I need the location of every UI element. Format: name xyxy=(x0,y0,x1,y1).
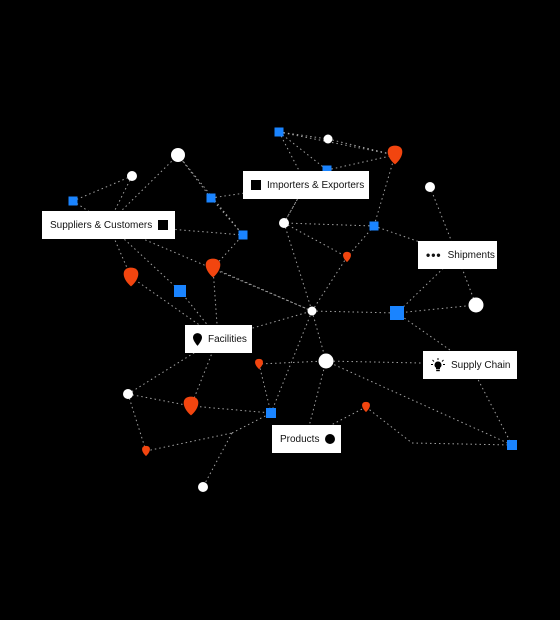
white-node xyxy=(127,171,137,181)
square-icon xyxy=(251,180,261,190)
white-node xyxy=(279,218,289,228)
label-suppliers-customers: Suppliers & Customers xyxy=(42,211,175,239)
blue-square-node xyxy=(238,230,248,240)
blue-square-node xyxy=(507,440,517,450)
blue-square-node xyxy=(322,165,332,175)
graph-edge xyxy=(278,131,329,140)
graph-edge xyxy=(311,310,327,362)
location-pin-icon xyxy=(142,445,150,457)
label-products-text: Products xyxy=(280,433,320,445)
white-node xyxy=(323,134,333,144)
graph-edge xyxy=(283,222,375,227)
graph-edge xyxy=(325,360,471,365)
graph-edge xyxy=(231,412,272,434)
label-products: Products xyxy=(272,425,341,453)
graph-edge xyxy=(283,222,348,258)
location-pin-icon xyxy=(123,267,139,287)
white-node xyxy=(123,389,133,399)
graph-edge xyxy=(72,175,133,202)
graph-edge xyxy=(326,154,396,171)
graph-edge xyxy=(278,131,396,156)
white-node xyxy=(198,482,208,492)
graph-edges xyxy=(72,131,513,488)
label-facilities: Facilities xyxy=(185,325,252,353)
graph-edge xyxy=(202,432,233,488)
label-supply-chain: Supply Chain xyxy=(423,351,517,379)
blue-square-node xyxy=(390,306,404,320)
graph-edge xyxy=(258,363,272,414)
location-pin-icon xyxy=(183,396,199,416)
graph-edge xyxy=(396,254,458,314)
graph-edge xyxy=(327,138,396,156)
graph-edge xyxy=(127,393,192,407)
label-supply-chain-text: Supply Chain xyxy=(451,359,511,371)
graph-edge xyxy=(190,405,272,414)
blue-square-node xyxy=(174,285,186,297)
graph-edge xyxy=(373,154,396,227)
graph-edge xyxy=(396,312,471,365)
white-node xyxy=(307,306,317,316)
blue-square-node xyxy=(68,196,78,206)
graph-edge xyxy=(190,337,219,407)
graph-edge xyxy=(145,432,233,452)
white-node xyxy=(425,182,435,192)
graph-edge xyxy=(177,154,244,236)
lightbulb-icon xyxy=(431,358,445,372)
circle-icon xyxy=(325,434,336,444)
blue-square-node xyxy=(206,193,216,203)
blue-square-node xyxy=(369,221,379,231)
location-pin-icon xyxy=(205,258,221,278)
blue-square-node xyxy=(266,408,276,418)
location-pin-icon xyxy=(343,251,351,263)
graph-edge xyxy=(212,234,244,269)
label-shipments: ••• Shipments xyxy=(418,241,497,269)
graph-edge xyxy=(311,310,398,314)
label-shipments-text: Shipments xyxy=(447,249,495,261)
location-pin-icon xyxy=(387,145,403,165)
blue-square-node xyxy=(274,127,284,137)
graph-edge xyxy=(346,225,375,258)
white-node xyxy=(468,297,484,313)
graph-edge xyxy=(429,186,458,256)
location-pin-icon xyxy=(362,401,370,413)
graph-edge xyxy=(278,131,307,185)
location-pin-icon xyxy=(193,332,202,346)
ellipsis-icon: ••• xyxy=(426,248,442,262)
graph-edge xyxy=(278,131,328,171)
label-importers-exporters: Importers & Exporters xyxy=(243,171,369,199)
label-suppliers-customers-text: Suppliers & Customers xyxy=(50,219,153,231)
graph-edge xyxy=(127,393,147,452)
graph-edge xyxy=(283,183,307,224)
graph-edge xyxy=(311,256,348,312)
graph-edge xyxy=(270,310,313,414)
location-pin-icon xyxy=(255,358,263,370)
graph-edge xyxy=(283,222,313,312)
graph-edge xyxy=(177,154,212,199)
graph-nodes xyxy=(68,127,517,492)
white-node xyxy=(171,148,185,162)
graph-edge xyxy=(396,304,477,314)
graph-edge xyxy=(258,360,327,365)
graph-edge xyxy=(217,310,313,339)
graph-edge xyxy=(469,363,513,446)
graph-edge xyxy=(411,442,513,446)
graph-edge xyxy=(365,406,413,444)
square-icon xyxy=(158,220,169,230)
label-facilities-text: Facilities xyxy=(208,333,247,345)
graph-edge xyxy=(107,223,181,292)
label-importers-exporters-text: Importers & Exporters xyxy=(267,179,365,191)
white-node xyxy=(318,353,334,369)
